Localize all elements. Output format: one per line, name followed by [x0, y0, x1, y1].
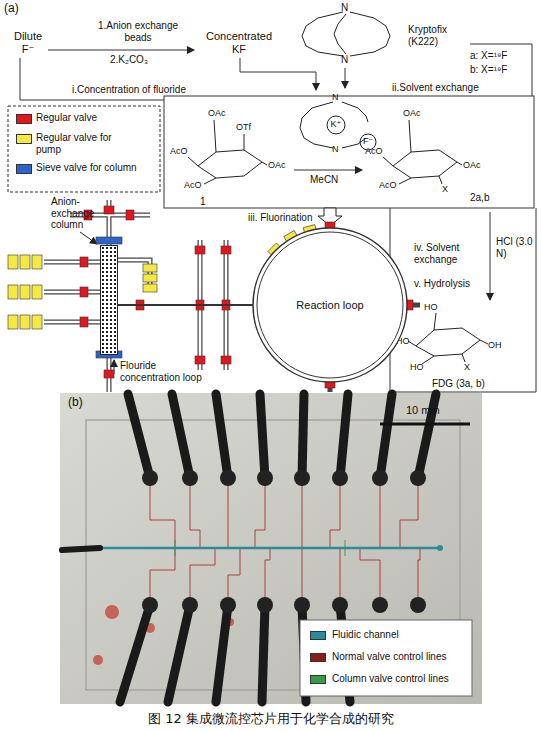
compound-name: FDG (3a, b): [432, 378, 485, 390]
group-label: HO: [410, 362, 424, 372]
group-label: OAc: [208, 108, 226, 118]
fdg-structure: [408, 313, 488, 364]
atom-label: N: [341, 54, 348, 66]
step-label: ii.Solvent exchange: [392, 82, 479, 94]
legend-swatch: [310, 653, 326, 662]
reagent-label: HCl (3.0 N): [496, 236, 540, 259]
group-label: OAc: [463, 160, 481, 170]
reagent-label: Dilute F⁻: [8, 30, 48, 55]
exchange-column: Anion-exchange column: [100, 245, 118, 355]
panel-label: (b): [68, 396, 83, 410]
valve-symbols: [8, 206, 413, 388]
legend-text: Regular valve for pump: [36, 132, 136, 155]
step-label: i.Concentration of fluoride: [72, 84, 186, 96]
note-label: b: X=¹⁹F: [470, 64, 507, 76]
atom-label: N: [341, 2, 348, 14]
legend-text: Normal valve control lines: [332, 651, 447, 663]
group-label: AcO: [379, 180, 397, 190]
fluid-channel: [118, 304, 253, 306]
note-label: a: X=¹⁹F: [470, 50, 507, 62]
panel-label: (a): [4, 2, 19, 16]
product-structure: [383, 120, 462, 184]
compound-number: 1: [200, 196, 206, 208]
scale-label: 10 mm: [406, 404, 440, 417]
chip-channels: [44, 200, 420, 392]
group-label: OTf: [236, 122, 251, 132]
group-label: AcO: [184, 180, 202, 190]
loop-outer: [253, 228, 407, 382]
legend-text: Column valve control lines: [332, 673, 449, 685]
node-text: Anion-exchange column: [51, 196, 101, 231]
group-label: OAc: [403, 108, 421, 118]
group-label: X: [442, 184, 448, 194]
legend-text: Sieve valve for column: [36, 162, 137, 174]
group-label: HO: [424, 302, 438, 312]
step-label: iii. Fluorination: [248, 212, 312, 224]
flow-arrows: [20, 44, 536, 392]
reaction-loop: Reaction loop: [252, 227, 408, 383]
legend-text: Fluidic channel: [332, 629, 399, 641]
atom-label: N: [332, 92, 339, 102]
cryptand-structure: [302, 12, 390, 56]
legend-swatch: [16, 164, 32, 174]
group-label: AcO: [365, 146, 383, 156]
atom-label: N: [332, 144, 339, 154]
legend-swatch: [16, 134, 32, 144]
node-text: Reaction loop: [252, 227, 408, 383]
ion-label: K⁺: [326, 119, 346, 129]
solvent-label: MeCN: [310, 174, 338, 186]
step-label: 2.K₂CO₃: [110, 54, 148, 66]
part-label: Flouride concentration loop: [120, 360, 216, 383]
reagent-label: Kryptofix (K222): [408, 24, 470, 47]
chip-photo: [60, 393, 482, 704]
group-label: X: [464, 362, 470, 372]
step-label: iv. Solvent exchange: [414, 242, 486, 265]
compound-number: 2a,b: [470, 192, 489, 204]
group-label: AcO: [170, 146, 188, 156]
reagent-label: Concentrated KF: [198, 30, 280, 55]
legend-swatch: [310, 631, 326, 640]
legend-frame: [8, 106, 160, 192]
step-label: 1.Anion exchange beads: [84, 20, 192, 43]
legend-swatch: [16, 114, 32, 124]
step-label: v. Hydrolysis: [414, 278, 486, 290]
figure-caption: 图 12 集成微流控芯片用于化学合成的研究: [0, 710, 542, 728]
legend-swatch: [310, 675, 326, 684]
group-label: OH: [488, 340, 502, 350]
legend-text: Regular valve: [36, 112, 97, 124]
mannose-triflate-structure: [188, 120, 267, 184]
ion-label: F⁻: [358, 136, 378, 146]
group-label: OAc: [268, 160, 286, 170]
